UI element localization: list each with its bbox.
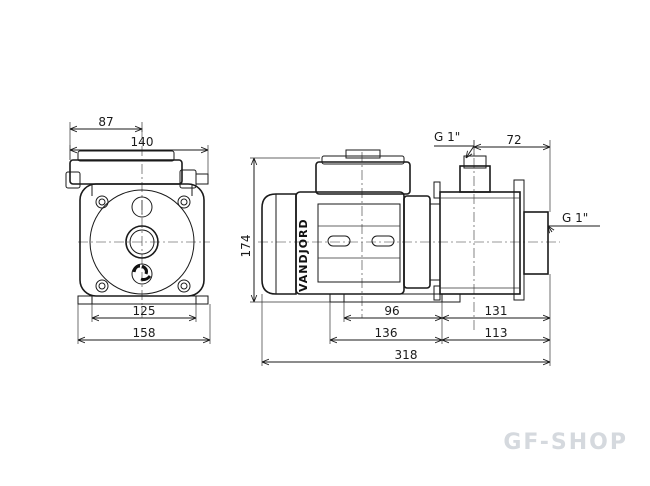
front-view [65, 128, 210, 318]
dim-140: 140 [131, 135, 154, 149]
dim-113: 113 [485, 326, 508, 340]
front-view-dimensions: 87 140 125 158 [69, 115, 211, 344]
dim-136: 136 [375, 326, 398, 340]
dim-318: 318 [395, 348, 418, 362]
dim-174: 174 [239, 235, 253, 258]
side-view-dimensions: 174 G 1" 72 G 1" 96 131 136 113 318 [239, 130, 600, 366]
dim-131: 131 [485, 304, 508, 318]
dim-158: 158 [133, 326, 156, 340]
side-view: VANDJORD [258, 140, 560, 330]
dim-87: 87 [98, 115, 113, 129]
dim-72: 72 [506, 133, 521, 147]
outlet-thread-label: G 1" [562, 211, 588, 225]
brand-label: VANDJORD [297, 218, 310, 292]
dim-96: 96 [384, 304, 399, 318]
inlet-thread-label: G 1" [434, 130, 460, 144]
dim-125: 125 [133, 304, 156, 318]
brand-logo-icon [131, 263, 153, 285]
watermark-logo: GF-SHOP [503, 430, 628, 455]
